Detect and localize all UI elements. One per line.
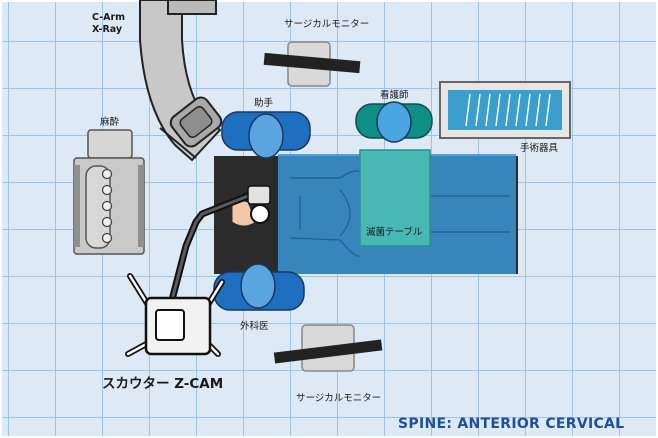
anesthesia-machine-icon — [73, 129, 145, 255]
assistant-label: 助手 — [254, 98, 274, 109]
monitor-bottom-label: サージカルモニター — [296, 393, 382, 404]
instrument-tray-icon — [439, 81, 571, 139]
monitor-icon — [273, 324, 383, 372]
person-icon — [213, 263, 305, 311]
nurse-label: 看護師 — [380, 90, 409, 101]
person-icon — [355, 101, 433, 143]
camera-cart-icon — [125, 185, 271, 357]
sterile-table — [359, 149, 431, 247]
monitor-icon — [263, 41, 361, 87]
monitor-top-label: サージカルモニター — [284, 19, 370, 30]
surgeon-label: 外科医 — [240, 321, 269, 332]
sterile-table-label: 滅菌テーブル — [366, 227, 423, 238]
anesthesia-label: 麻酔 — [100, 117, 120, 128]
c-arm-icon — [139, 0, 223, 162]
procedure-title: SPINE: ANTERIOR CERVICAL — [398, 416, 625, 432]
person-icon — [221, 111, 311, 159]
c-arm-label-line2: X-Ray — [92, 24, 123, 35]
instruments-label: 手術器具 — [520, 143, 559, 154]
c-arm-label-line1: C-Arm — [92, 12, 126, 23]
z-cam-label: スカウター Z-CAM — [102, 376, 224, 392]
c-arm-label: C-Arm X-Ray — [92, 12, 125, 36]
